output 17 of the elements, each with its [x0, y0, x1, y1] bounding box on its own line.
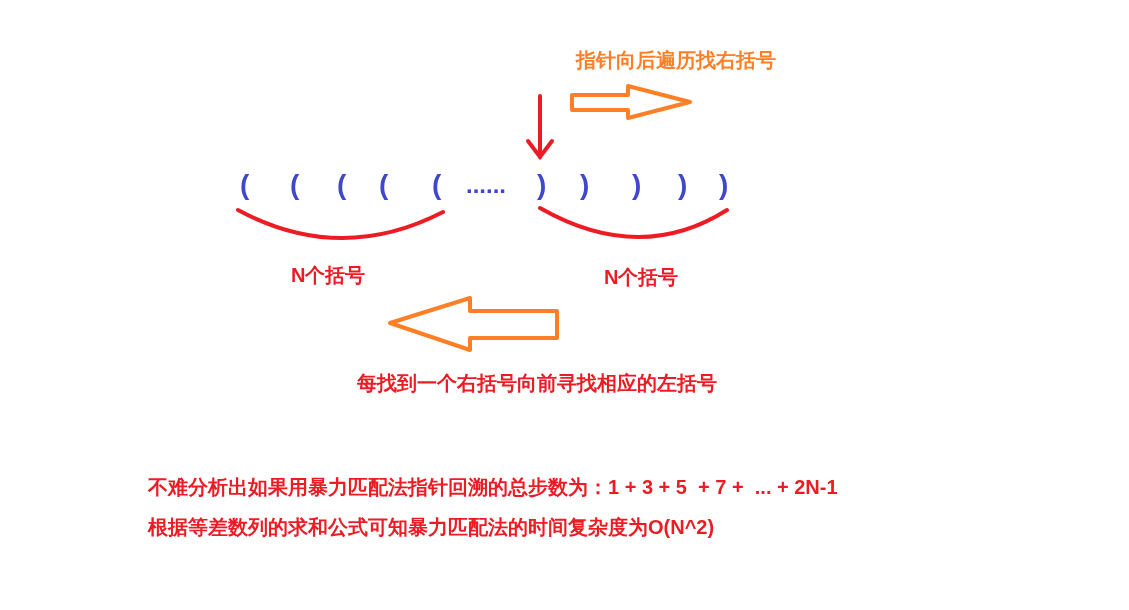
- bracket-symbol: (: [379, 168, 389, 202]
- caption-text: 每找到一个右括号向前寻找相应的左括号: [357, 371, 717, 395]
- note-text: 不难分析出如果用暴力匹配法指针回溯的总步数为：1 + 3 + 5 + 7 + ... + 2N-1: [148, 475, 838, 499]
- heading-text: 指针向后遍历找右括号: [576, 48, 776, 72]
- bracket-symbol: ): [719, 168, 729, 202]
- bracket-symbol: ): [537, 168, 547, 202]
- ellipsis-text: ......: [466, 170, 506, 200]
- bracket-symbol: ): [632, 168, 642, 202]
- bracket-symbol: (: [240, 168, 250, 202]
- caption-text: N个括号: [604, 265, 679, 289]
- caption-text: N个括号: [291, 263, 366, 287]
- bracket-symbol: (: [337, 168, 347, 202]
- bracket-symbol: ): [580, 168, 590, 202]
- bracket-symbol: ): [678, 168, 688, 202]
- note-text: 根据等差数列的求和公式可知暴力匹配法的时间复杂度为O(N^2): [148, 515, 715, 539]
- bracket-symbol: (: [432, 168, 442, 202]
- bracket-symbol: (: [290, 168, 300, 202]
